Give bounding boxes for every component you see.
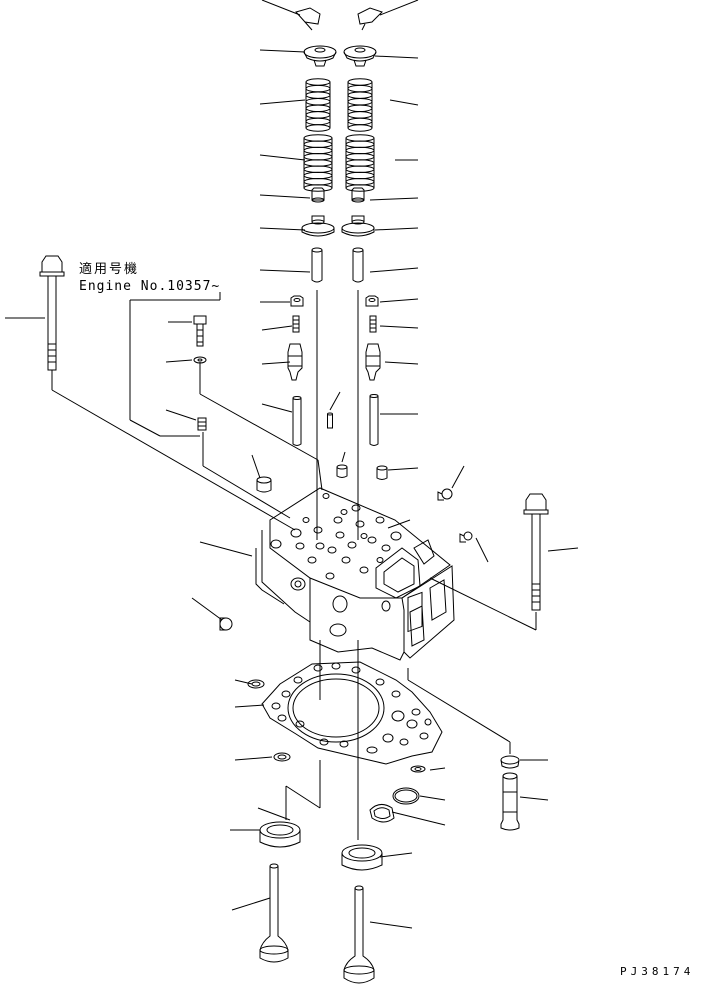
valve-guide-left <box>311 247 323 283</box>
o-ring-d <box>392 787 420 805</box>
cylinder-head-holes <box>270 493 402 580</box>
plug-small-center <box>336 464 348 478</box>
valve-seat-insert-left <box>259 821 301 848</box>
inner-spring-right <box>347 78 373 132</box>
head-gasket-holes <box>271 662 432 754</box>
valve-cotter-right <box>357 7 383 31</box>
head-bolt-right <box>523 493 549 611</box>
note-bolt <box>193 315 207 347</box>
inner-spring-left <box>305 78 331 132</box>
plug-side-lower <box>219 617 233 631</box>
applicability-note-japanese: 適用号機 <box>79 262 140 277</box>
o-ring-a <box>247 679 265 689</box>
intake-valve <box>259 863 289 963</box>
outer-spring-right <box>345 134 375 192</box>
head-bolt-left <box>39 255 65 371</box>
outer-spring-left <box>303 134 333 192</box>
nut-left <box>290 295 304 307</box>
valve-guide-right <box>352 247 364 283</box>
spring-retainer-left <box>303 45 337 67</box>
leader-lines <box>5 0 579 929</box>
note-plug <box>197 417 207 431</box>
gasket-oval <box>369 804 395 823</box>
plug-small-right <box>376 465 388 480</box>
valve-cotter-left <box>295 7 321 31</box>
drawing-code: PJ38174 <box>620 965 695 978</box>
valve-seat-insert-right <box>341 844 383 871</box>
nut-right <box>365 295 379 307</box>
spring-seat-right <box>341 215 375 237</box>
spring-seat-left <box>301 215 335 237</box>
o-ring-b <box>273 752 291 762</box>
cylinder-head <box>255 487 455 661</box>
push-rod-left <box>292 396 302 446</box>
nozzle-sleeve-cap <box>500 755 520 769</box>
applicability-note-english: Engine No.10357~ <box>79 279 221 294</box>
plug-cap-side <box>459 531 473 543</box>
adjuster-right <box>365 343 381 381</box>
adjuster-left <box>287 343 303 381</box>
push-rod-right <box>369 394 379 446</box>
valve-stem-seal-right <box>351 187 365 203</box>
stud-left <box>292 315 300 333</box>
spring-retainer-right <box>343 45 377 67</box>
o-ring-c <box>410 765 426 773</box>
valve-stem-seal-left <box>311 187 325 203</box>
plug-cap <box>437 488 453 501</box>
dowel-pin-center <box>327 412 333 429</box>
head-gasket <box>261 661 443 765</box>
note-washer <box>193 356 207 364</box>
nozzle-sleeve <box>500 772 520 831</box>
exhaust-valve <box>343 885 375 984</box>
stud-right <box>369 315 377 333</box>
plug-small-left <box>256 476 272 493</box>
